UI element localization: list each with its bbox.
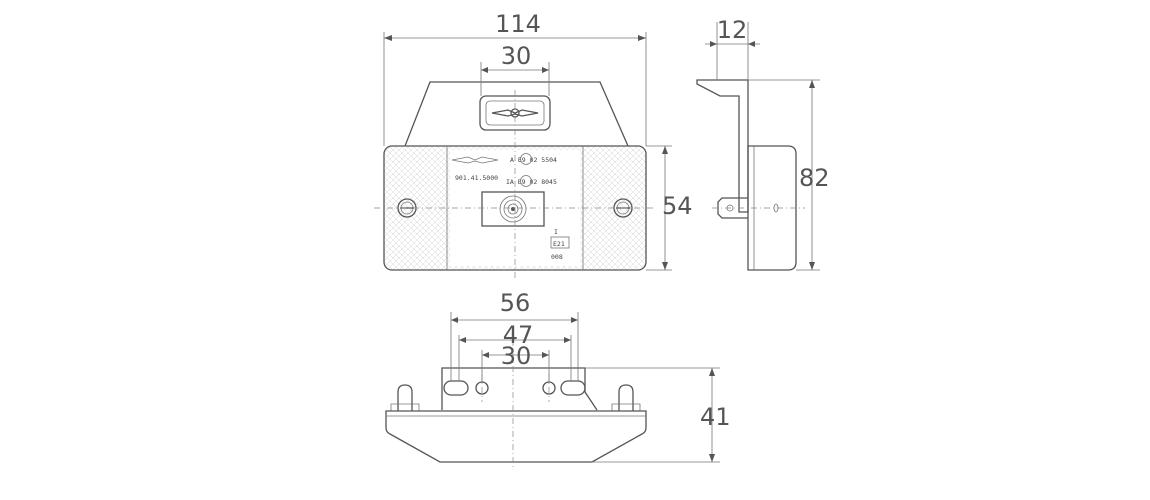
dim-front-window: 30 xyxy=(501,42,532,70)
side-view xyxy=(696,79,805,271)
dim-side-height: 82 xyxy=(799,164,830,192)
pin-right xyxy=(618,384,634,411)
dim-front-width: 114 xyxy=(495,10,541,38)
dim-bottom-holes-outer: 47 xyxy=(503,321,534,349)
dim-side-depth: 12 xyxy=(717,16,748,44)
approval-mark-1: A E9 02 5504 xyxy=(510,156,557,164)
dim-front-height: 54 xyxy=(662,192,693,220)
bulb-symbol-icon xyxy=(499,195,527,223)
part-number: 901.41.5000 xyxy=(455,174,498,182)
pin-left xyxy=(397,384,413,411)
side-lamp-body xyxy=(747,145,797,271)
bulb-holder xyxy=(481,191,545,227)
small-logo-icon xyxy=(451,156,499,164)
approval-mark-3: E21 xyxy=(553,240,565,248)
front-housing-top xyxy=(404,81,629,147)
side-dimensions: 12 82 xyxy=(705,16,830,271)
approval-mark-4: 008 xyxy=(551,253,563,261)
bottom-base xyxy=(385,410,647,463)
dim-bottom-holes-inner: 30 xyxy=(501,342,532,370)
front-dimensions: 114 30 54 xyxy=(383,10,693,271)
dim-bottom-height: 41 xyxy=(700,403,731,431)
bottom-dimensions: 56 47 30 41 xyxy=(450,289,731,463)
front-view: A E9 02 5504 901.41.5000 IA E9 02 8045 I… xyxy=(374,81,656,278)
slot-right xyxy=(560,380,586,396)
slot-left xyxy=(443,380,469,396)
class-mark: I xyxy=(554,228,558,236)
dim-bottom-width: 56 xyxy=(500,289,531,317)
side-bracket xyxy=(696,79,749,213)
bottom-housing xyxy=(441,367,598,411)
